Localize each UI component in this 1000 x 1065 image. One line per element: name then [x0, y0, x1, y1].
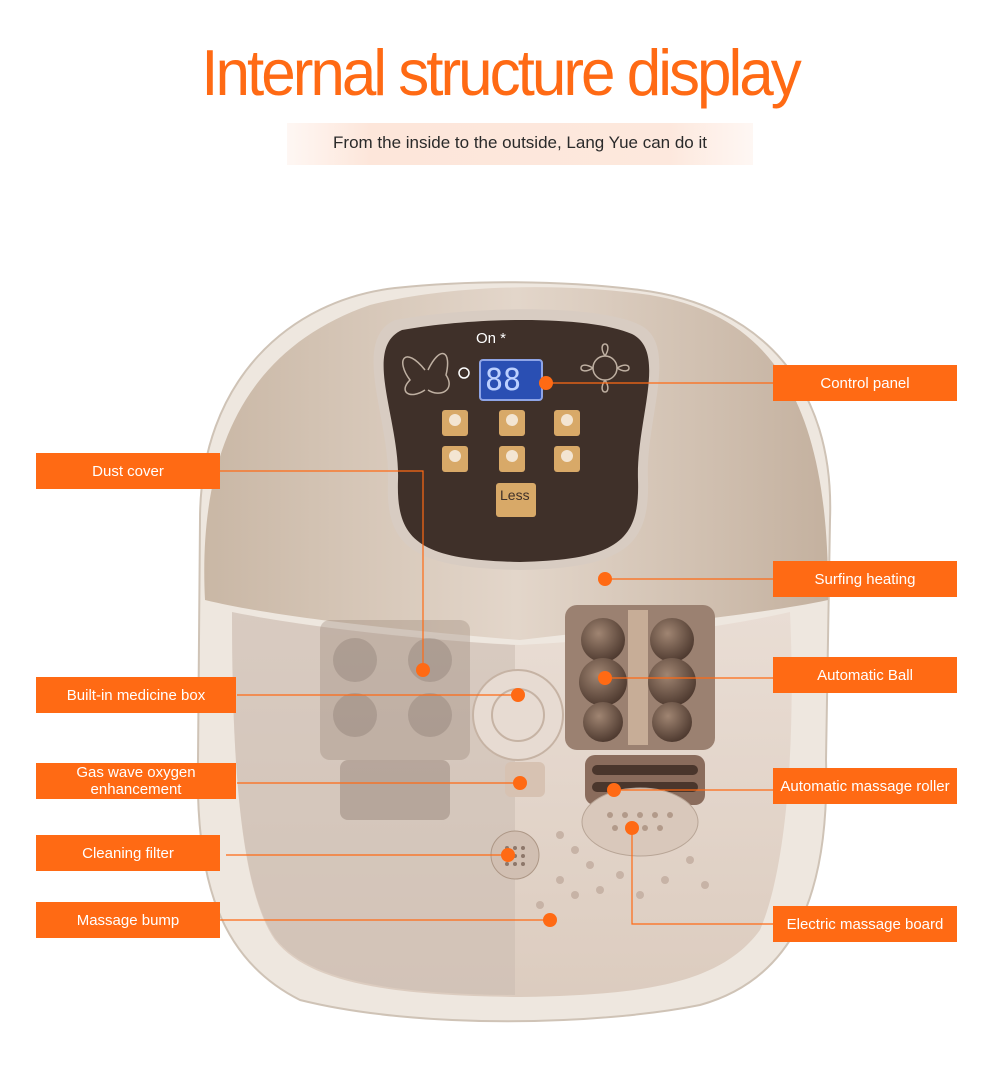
panel-on-label: On * [476, 330, 507, 347]
callout-electric-board: Electric massage board [773, 906, 957, 942]
callout-control-panel: Control panel [773, 365, 957, 401]
panel-display-value: 88 [485, 363, 522, 398]
page-subtitle: From the inside to the outside, Lang Yue… [333, 133, 707, 152]
leader-lines [220, 382, 773, 925]
massage-bumps [536, 831, 709, 909]
callout-gas-wave-line1: Gas wave oxygen [76, 764, 196, 781]
board-dots [607, 812, 673, 831]
flower-icon [580, 343, 630, 393]
medicine-box [472, 669, 564, 761]
callout-dust-cover: Dust cover [36, 453, 220, 489]
callout-gas-wave-line2: enhancement [90, 781, 182, 798]
dust-cover-shape [232, 612, 515, 995]
butterfly-icon [402, 352, 450, 396]
callout-medicine-box: Built-in medicine box [36, 677, 236, 713]
button-glyphs [449, 414, 573, 462]
callout-gas-wave: Gas wave oxygen enhancement [36, 763, 236, 799]
callout-surfing-heating: Surfing heating [773, 561, 957, 597]
callout-massage-roller: Automatic massage roller [773, 768, 957, 804]
panel-less-label: Less [500, 487, 530, 503]
page-title: Internal structure display [201, 37, 801, 110]
power-indicator [458, 367, 470, 379]
callout-automatic-ball: Automatic Ball [773, 657, 957, 693]
callout-massage-bump: Massage bump [36, 902, 220, 938]
ghost-rollers [320, 620, 470, 820]
callout-cleaning-filter: Cleaning filter [36, 835, 220, 871]
callout-dots [416, 376, 639, 927]
massage-board [581, 787, 699, 857]
subtitle-band [287, 123, 753, 165]
